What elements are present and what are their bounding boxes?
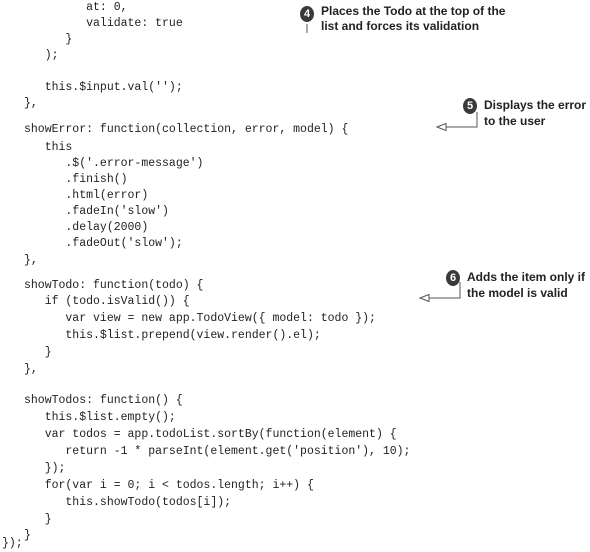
- code-line: var todos = app.todoList.sortBy(function…: [24, 428, 397, 441]
- annotation-5-arrowhead: [435, 122, 447, 132]
- code-line: }: [24, 529, 31, 542]
- code-line: this.$list.empty();: [24, 411, 176, 424]
- code-line: .fadeIn('slow'): [24, 205, 169, 218]
- annotation-6-text-line-2: the model is valid: [467, 286, 568, 300]
- code-line: at: 0,: [24, 1, 128, 14]
- code-line: },: [24, 97, 38, 110]
- annotation-6-leader: [427, 282, 461, 299]
- annotation-5-text-line-2: to the user: [484, 114, 546, 128]
- code-line: }: [24, 33, 73, 46]
- code-line: },: [24, 254, 38, 267]
- code-line: validate: true: [24, 17, 183, 30]
- annotation-badge-5: 5: [463, 98, 477, 114]
- code-line: showTodos: function() {: [24, 394, 183, 407]
- code-line: },: [24, 363, 38, 376]
- code-line: showError: function(collection, error, m…: [24, 123, 349, 136]
- code-line: }: [24, 513, 52, 526]
- code-line: });: [24, 462, 66, 475]
- code-line: .$('.error-message'): [24, 157, 204, 170]
- code-line: showTodo: function(todo) {: [24, 279, 204, 292]
- code-line: this.showTodo(todos[i]);: [24, 496, 232, 509]
- annotation-badge-4: 4: [300, 6, 314, 22]
- code-line: return -1 * parseInt(element.get('positi…: [24, 445, 411, 458]
- code-line: .html(error): [24, 189, 149, 202]
- annotation-5-leader: [444, 112, 478, 128]
- code-line: .fadeOut('slow');: [24, 237, 183, 250]
- code-line: this.$input.val('');: [24, 81, 183, 94]
- code-line: });: [2, 537, 23, 550]
- code-line: var view = new app.TodoView({ model: tod…: [24, 312, 376, 325]
- annotation-4-text-line-2: list and forces its validation: [321, 19, 480, 33]
- code-line: this.$list.prepend(view.render().el);: [24, 329, 321, 342]
- code-line: }: [24, 346, 52, 359]
- annotation-4-text-line-1: Places the Todo at the top of the: [321, 4, 506, 18]
- code-line: this: [24, 141, 73, 154]
- code-line: .finish(): [24, 173, 128, 186]
- code-line: for(var i = 0; i < todos.length; i++) {: [24, 479, 314, 492]
- annotation-6-arrowhead: [418, 293, 430, 303]
- code-line: );: [24, 49, 59, 62]
- code-line: .delay(2000): [24, 221, 149, 234]
- annotation-badge-6: 6: [446, 270, 460, 286]
- code-line: if (todo.isValid()) {: [24, 295, 190, 308]
- annotation-5-text-line-1: Displays the error: [484, 98, 587, 112]
- annotation-6-text-line-1: Adds the item only if: [467, 270, 586, 284]
